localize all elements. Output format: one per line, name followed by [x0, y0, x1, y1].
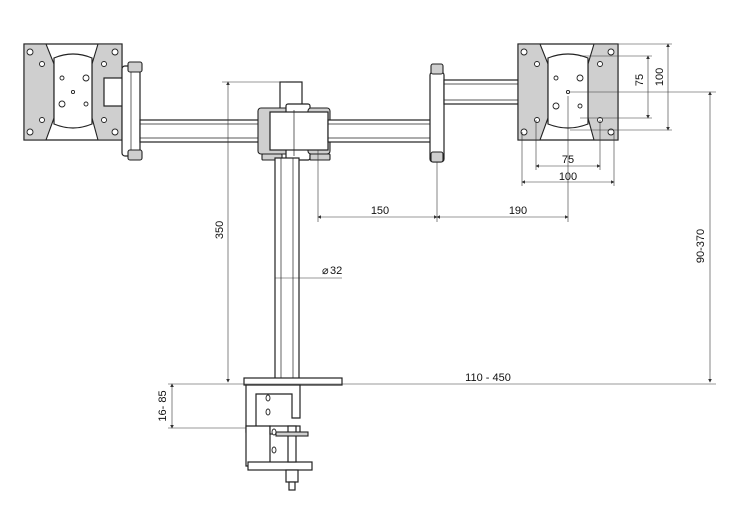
dim-pole-diameter: 32 — [330, 265, 342, 277]
dim-pole-height: 350 — [214, 221, 226, 239]
pole — [274, 157, 300, 385]
desk-clamp — [245, 384, 313, 491]
dim-arm-outer: 190 — [509, 205, 527, 217]
dim-vesa-outer-horizontal: 100 — [559, 171, 577, 183]
right-elbow — [429, 63, 529, 163]
right-vesa-plate — [517, 43, 619, 141]
left-tilt-hinge — [103, 61, 143, 161]
diameter-symbol: ⌀ — [322, 265, 329, 277]
dim-vesa-inner-horizontal: 75 — [562, 154, 574, 166]
dim-clamp-thickness: 16- 85 — [157, 390, 169, 421]
central-hub — [257, 81, 331, 161]
dim-vesa-outer-vertical: 100 — [654, 68, 666, 86]
dimension-lines — [168, 43, 716, 429]
dim-vesa-inner-vertical: 75 — [634, 74, 646, 86]
right-arm — [327, 119, 441, 143]
dim-desk-span: 110 - 450 — [465, 372, 511, 384]
left-arm — [139, 119, 266, 143]
dim-arm-inner: 150 — [371, 205, 389, 217]
dim-height-range: 90-370 — [695, 229, 707, 263]
